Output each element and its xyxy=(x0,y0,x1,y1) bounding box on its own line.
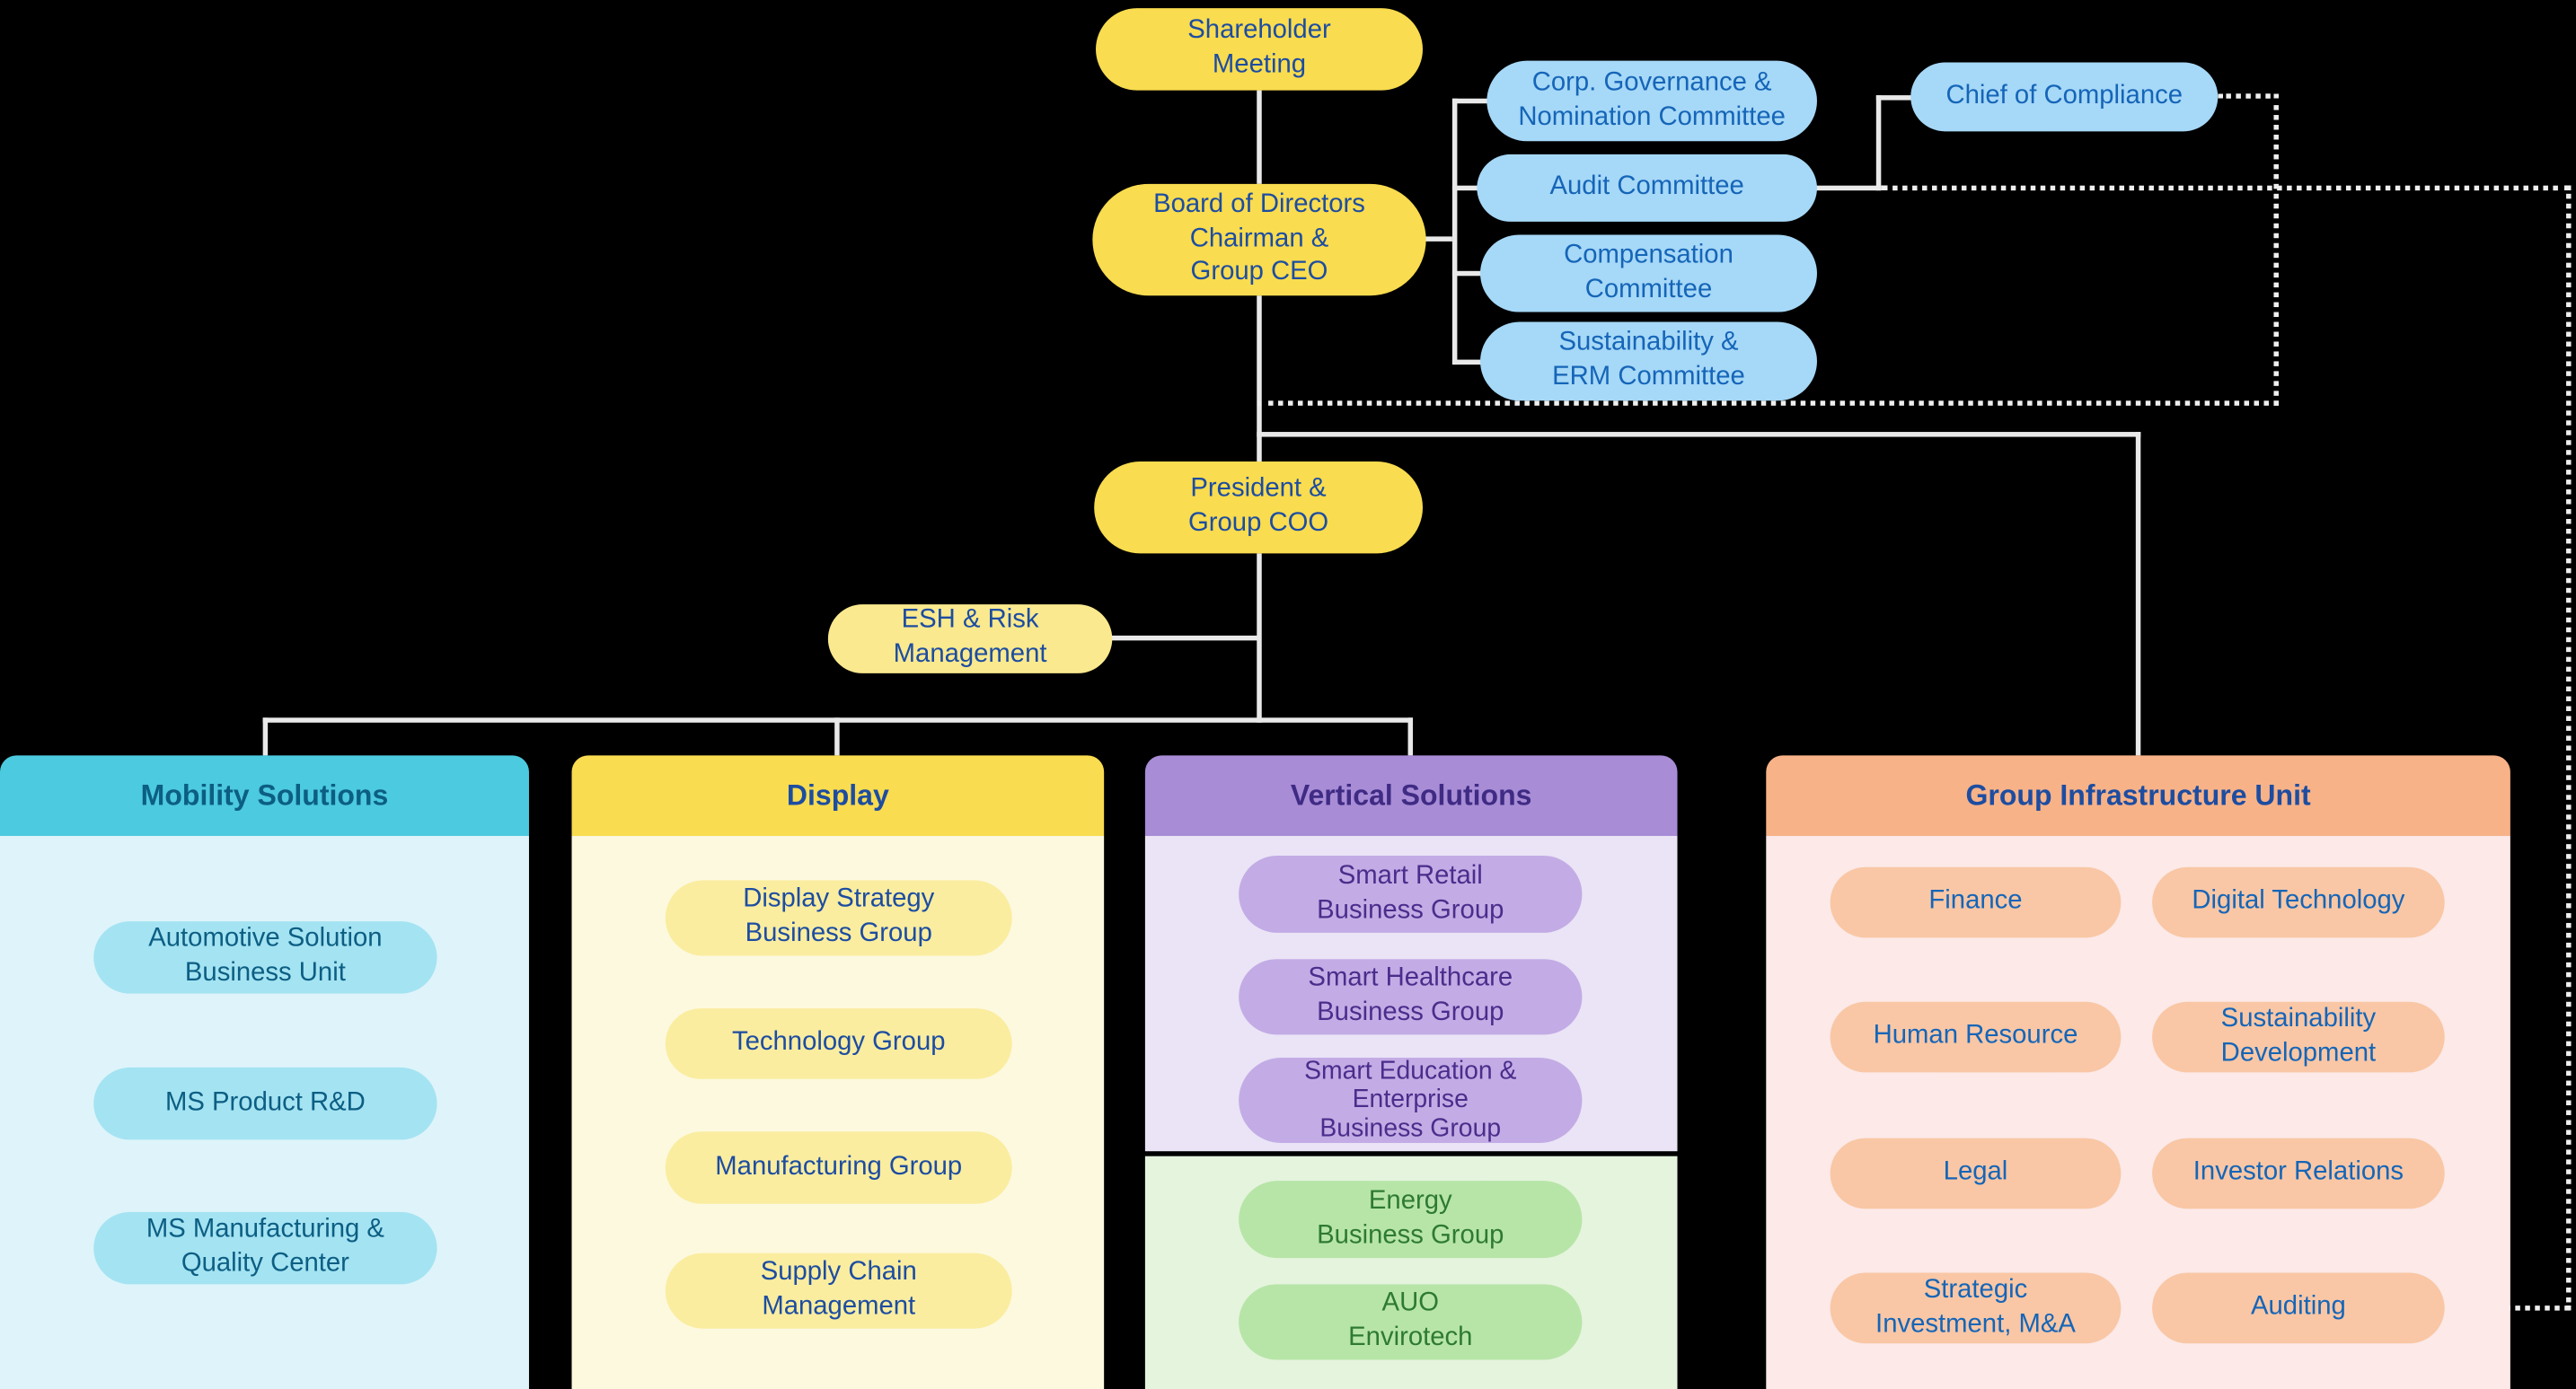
pill-automotive-solution-bu: Automotive Solution Business Unit xyxy=(93,921,437,994)
pill-digital-technology: Digital Technology xyxy=(2152,866,2445,938)
connector-board-president xyxy=(1257,295,1262,462)
mobility-solutions-header: Mobility Solutions xyxy=(0,755,529,837)
pill-smart-healthcare-bg: Smart Healthcare Business Group xyxy=(1239,959,1583,1035)
connector-line xyxy=(1451,270,1484,277)
pill-smart-education-enterprise-bg: Smart Education & Enterprise Business Gr… xyxy=(1239,1057,1583,1144)
connector-president-groups xyxy=(1257,553,1262,723)
connector-audit-chief xyxy=(1875,95,1882,191)
connector-shareholder-board xyxy=(1257,90,1262,184)
connector-board-infrastructure xyxy=(1257,432,2141,437)
pill-supply-chain-management: Supply Chain Management xyxy=(665,1253,1012,1329)
pill-auo-envirotech: AUO Envirotech xyxy=(1239,1284,1583,1360)
connector-line xyxy=(1451,185,1481,191)
pill-finance: Finance xyxy=(1830,866,2122,938)
pill-smart-retail-bg: Smart Retail Business Group xyxy=(1239,855,1583,933)
sustainability-erm-committee-node: Sustainability & ERM Committee xyxy=(1480,321,1817,401)
dotted-connector-chief xyxy=(2273,93,2279,406)
connector-esh-president xyxy=(1108,635,1260,641)
connector-line xyxy=(1451,98,1490,104)
connector-audit-chief xyxy=(1875,95,1914,101)
pill-strategic-investment-ma: Strategic Investment, M&A xyxy=(1830,1272,2122,1344)
connector-line xyxy=(1407,717,1414,756)
compensation-committee-node: Compensation Committee xyxy=(1480,234,1817,312)
connector-committee-bracket xyxy=(1451,98,1458,365)
pill-auditing: Auditing xyxy=(2152,1272,2445,1344)
pill-energy-business-group: Energy Business Group xyxy=(1239,1181,1583,1259)
pill-investor-relations: Investor Relations xyxy=(2152,1138,2445,1209)
connector-line xyxy=(1451,359,1484,365)
pill-human-resource: Human Resource xyxy=(1830,1001,2122,1073)
dotted-connector-chief xyxy=(1257,400,2279,406)
dotted-connector-chief xyxy=(2218,93,2279,99)
connector-line xyxy=(262,717,269,756)
corp-governance-committee-node: Corp. Governance & Nomination Committee xyxy=(1486,60,1817,142)
pill-ms-manufacturing-quality: MS Manufacturing & Quality Center xyxy=(93,1211,437,1285)
connector-board-infrastructure xyxy=(2135,432,2141,756)
dotted-connector-audit-auditing xyxy=(1881,185,2572,191)
display-header: Display xyxy=(571,755,1105,837)
esh-risk-management-node: ESH & Risk Management xyxy=(827,604,1113,673)
chief-of-compliance-node: Chief of Compliance xyxy=(1910,62,2219,132)
shareholder-meeting-node: Shareholder Meeting xyxy=(1096,8,1424,91)
pill-legal: Legal xyxy=(1830,1138,2122,1209)
connector-audit-chief xyxy=(1813,185,1882,191)
pill-display-strategy-bg: Display Strategy Business Group xyxy=(665,880,1012,956)
group-infrastructure-header: Group Infrastructure Unit xyxy=(1766,755,2510,837)
board-of-directors-node: Board of Directors Chairman & Group CEO xyxy=(1092,183,1426,296)
connector-line xyxy=(834,717,840,756)
pill-ms-product-rd: MS Product R&D xyxy=(93,1067,437,1140)
pill-sustainability-development: Sustainability Development xyxy=(2152,1001,2445,1073)
pill-technology-group: Technology Group xyxy=(665,1008,1012,1079)
pill-manufacturing-group: Manufacturing Group xyxy=(665,1131,1012,1204)
dotted-connector-audit-auditing xyxy=(2566,185,2572,1311)
audit-committee-node: Audit Committee xyxy=(1477,154,1817,222)
connector-board-committees-stub xyxy=(1423,236,1452,242)
vertical-solutions-header: Vertical Solutions xyxy=(1144,755,1678,837)
president-coo-node: President & Group COO xyxy=(1094,461,1424,554)
